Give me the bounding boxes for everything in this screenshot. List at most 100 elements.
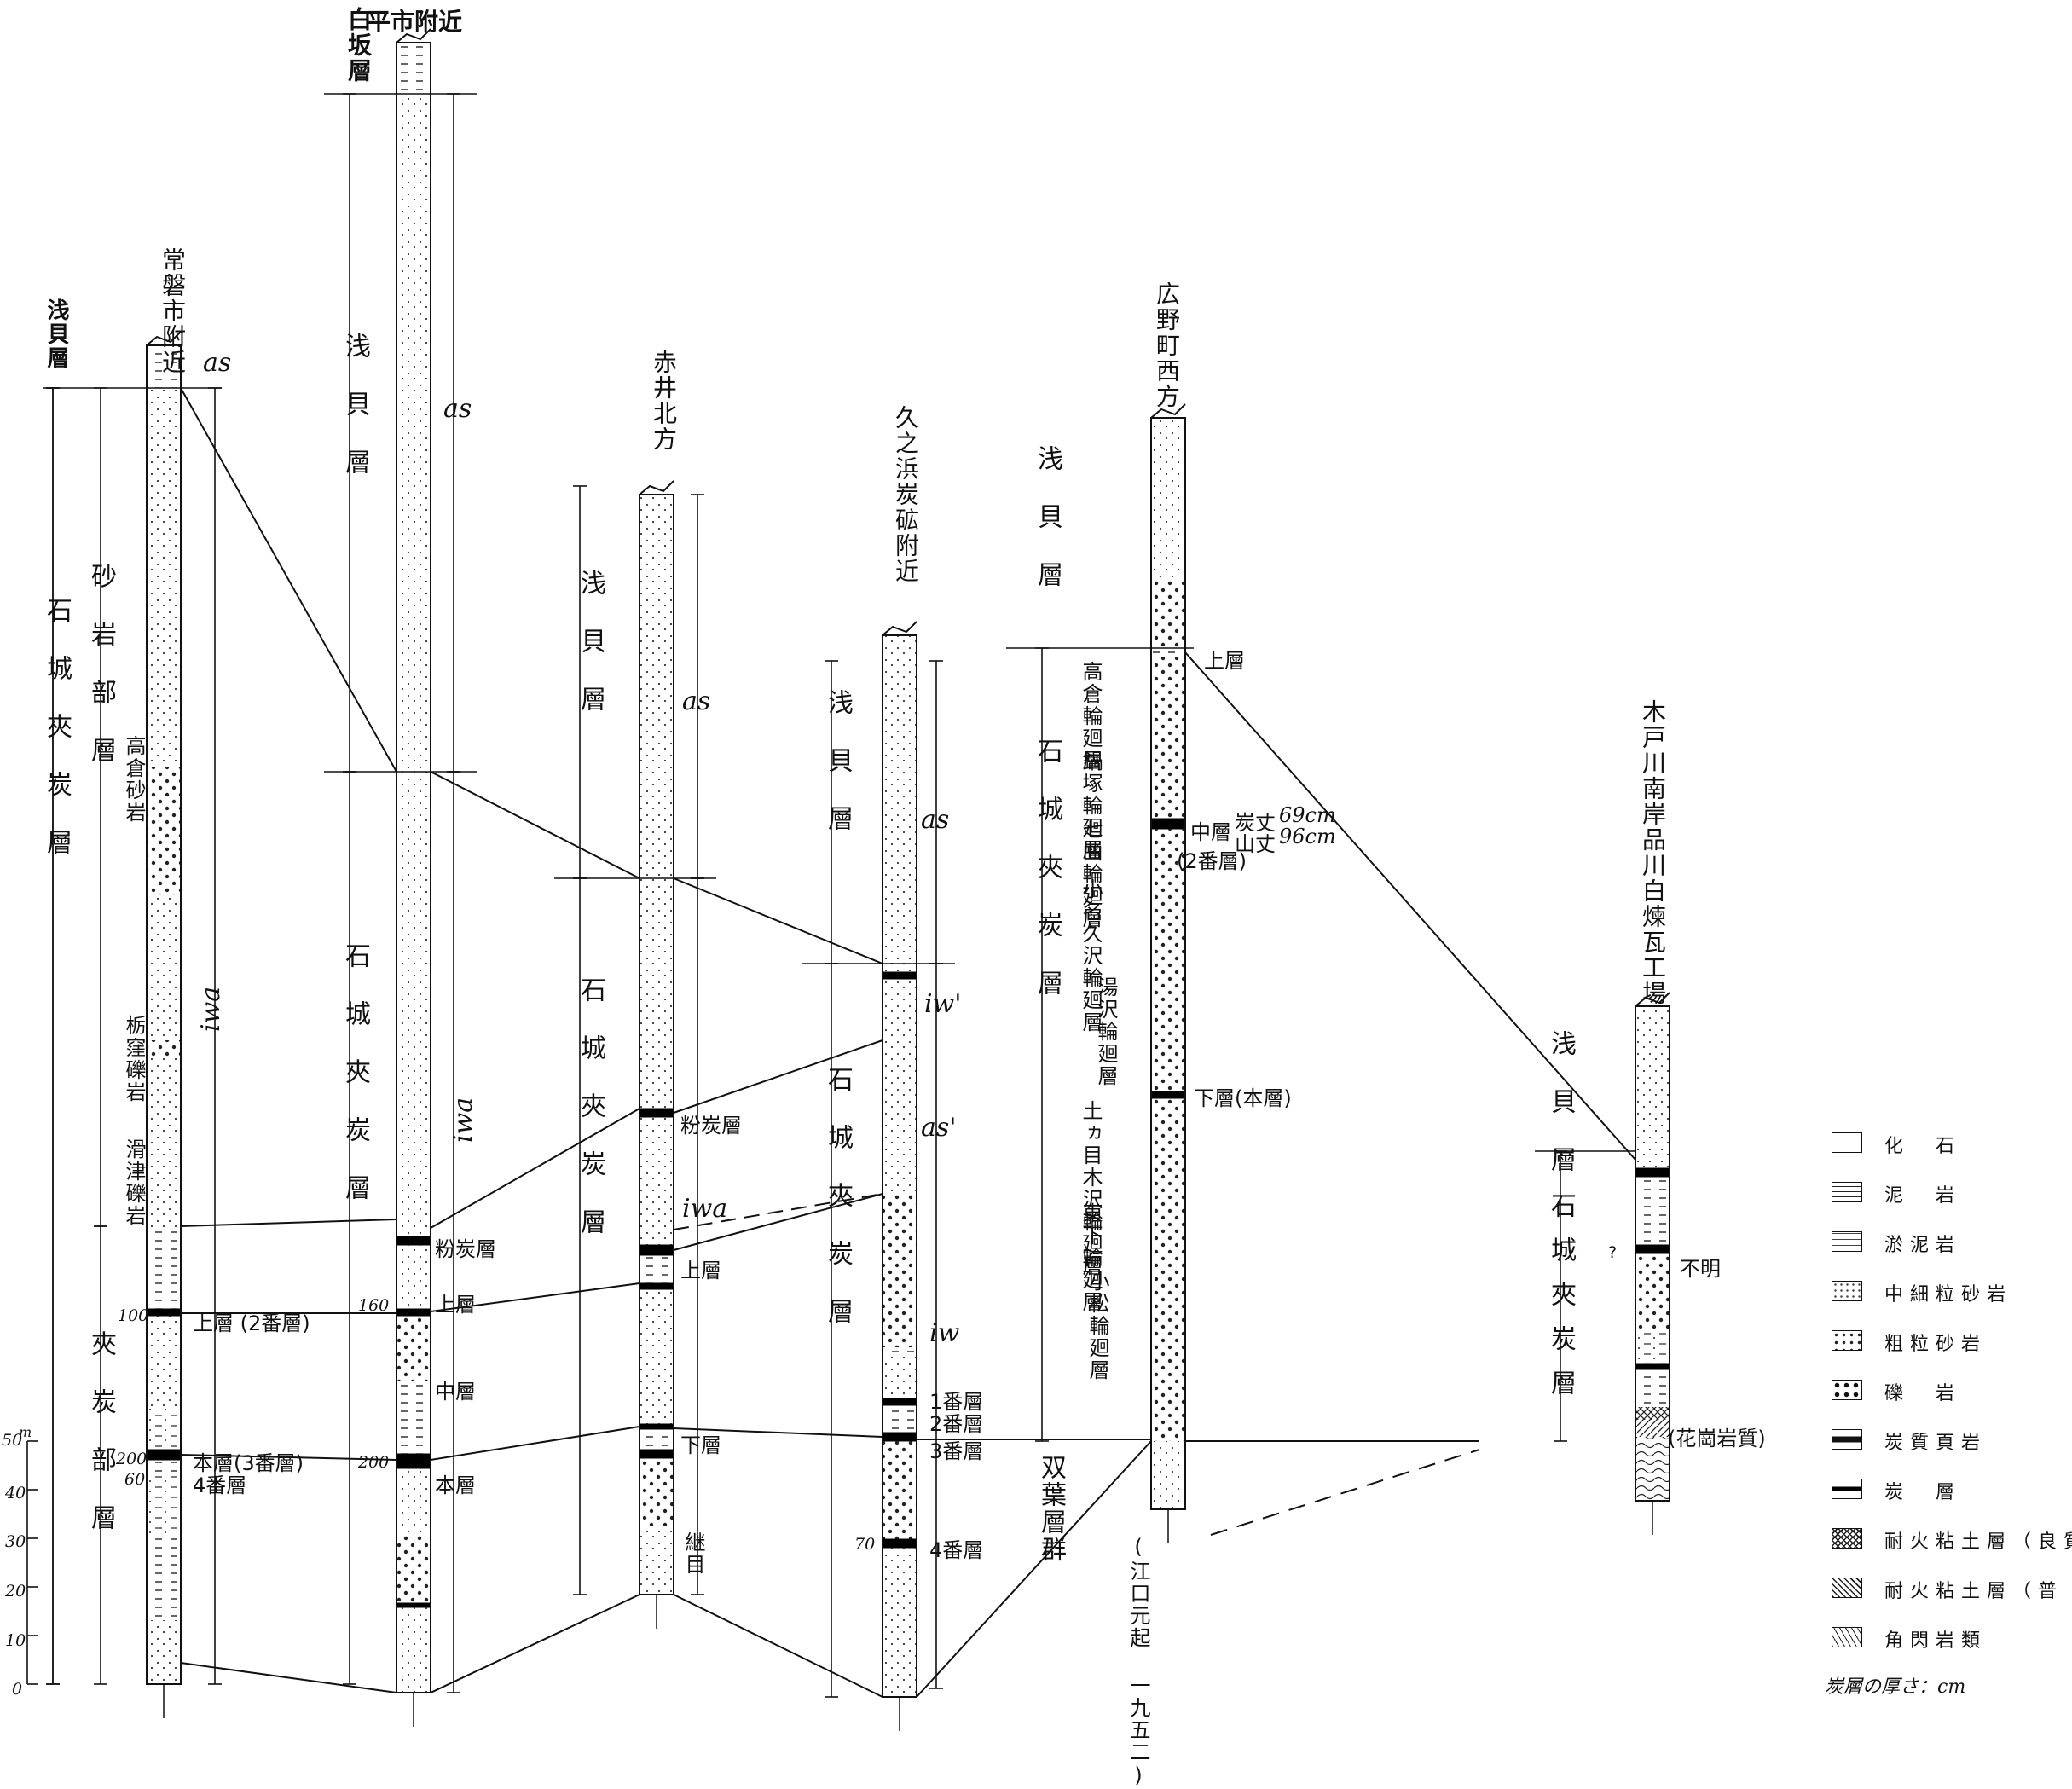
seam-funtan-c3: 粉炭層: [680, 1114, 742, 1138]
legend-label-mudstone: 泥 岩: [1884, 1185, 1962, 1207]
layer-tokiwa-11: [147, 1407, 181, 1450]
layer-akai-9: [640, 1429, 674, 1450]
scale-tick-40: 40: [5, 1484, 26, 1502]
layer-tokiwa-9: [146, 1308, 182, 1317]
member-coal-bearing: 夾炭部層: [86, 1330, 116, 1562]
seam-4ban-c1: 4番層: [193, 1473, 247, 1497]
layer-kido-5: [1635, 1330, 1670, 1364]
thickness-100-c1: 100: [118, 1306, 149, 1325]
legend-symbol-carbonaceous-shale: [1832, 1429, 1862, 1450]
seam-4ban-c4: 4番層: [929, 1538, 984, 1562]
legend-label-fireclay-normal: 耐火粘土層（普 通）: [1884, 1581, 2072, 1602]
formation-asagai-left: 浅貝層: [43, 298, 69, 370]
granitic-label: (花崗岩質): [1668, 1427, 1766, 1450]
legend-label-coal: 炭 層: [1884, 1482, 1962, 1503]
unit-code-iwa-c1: iwa: [196, 986, 226, 1032]
layer-kunohama-8: [882, 1432, 917, 1442]
column-top-akai: [639, 480, 674, 495]
seam-2ban-c5: (2番層): [1177, 849, 1247, 873]
cycle-nabezuka: 鍋塚輪廻層: [1079, 750, 1103, 861]
formation-asagai-c4: 浅貝層: [823, 689, 853, 863]
legend-note-coal-thickness: 炭層の厚さ：cm: [1825, 1676, 1966, 1698]
scale-tick-20: 20: [5, 1582, 26, 1601]
correlation-line-0: [180, 387, 397, 773]
legend-symbol-silt: [1832, 1231, 1862, 1252]
seam-shita-hon-c5: 下層(本層): [1194, 1086, 1292, 1110]
thickness-60-c1: 60: [124, 1470, 146, 1489]
layer-tokiwa-4: [147, 767, 181, 895]
layer-taira-9: [396, 1468, 431, 1535]
member-sandstone: 砂岩部層: [86, 563, 116, 795]
column-top-kunohama: [882, 621, 917, 636]
correlation-line-3: [180, 1454, 397, 1461]
thickness-sanjo-label: 山丈: [1235, 832, 1276, 856]
cycle-higashishita: 東下輪廻層: [1079, 1202, 1103, 1313]
unit-takakura-sandstone: 高倉砂岩: [122, 735, 146, 824]
layer-kido-10: [1635, 1437, 1670, 1501]
layer-kido-6: [1635, 1363, 1670, 1370]
layer-akai-1: [640, 870, 674, 1109]
formation-ishiki-c6: 石城夾炭層: [1546, 1192, 1576, 1414]
thickness-200-c2: 200: [358, 1453, 390, 1472]
column-title-tokiwa: 常磐市附近: [159, 247, 187, 375]
correlation-line-8: [673, 877, 883, 964]
unit-namezu-conglomerate: 滑津礫岩: [122, 1138, 146, 1227]
thickness-200-c1: 200: [116, 1450, 148, 1468]
layer-tokiwa-1: [147, 388, 181, 546]
legend-symbol-mudstone: [1832, 1182, 1862, 1202]
layer-akai-7: [640, 1289, 674, 1424]
layer-kunohama-4: [883, 1347, 917, 1356]
seam-2ban-c4: 2番層: [929, 1412, 984, 1436]
formation-ishiki-left: 石城夾炭層: [42, 597, 72, 887]
formation-asagai-c5: 浅貝層: [1033, 445, 1062, 619]
layer-akai-0: [640, 495, 674, 870]
seam-ue-2ban-c1: 上層 (2番層): [193, 1311, 310, 1335]
legend-label-coarse-sandstone: 粗粒砂岩: [1884, 1334, 1988, 1355]
layer-kunohama-9: [883, 1441, 917, 1539]
column-title-taira: 平市附近: [367, 8, 463, 36]
thickness-tanjo-label: 炭丈: [1235, 811, 1276, 835]
layer-taira-8: [396, 1453, 431, 1469]
legend-symbol-coal: [1832, 1479, 1862, 1499]
layer-hirono-1: [1151, 580, 1185, 648]
layer-akai-12: [640, 1526, 674, 1595]
legend-symbol-fine-sandstone: [1832, 1281, 1862, 1301]
layer-hirono-6: [1150, 1091, 1186, 1099]
layer-hirono-7: [1151, 1098, 1185, 1441]
correlation-line-17: [430, 1594, 640, 1693]
thickness-70-c4: 70: [854, 1535, 876, 1554]
column-hirono: [1150, 403, 1186, 1543]
legend-label-carbonaceous-shale: 炭質頁岩: [1884, 1433, 1988, 1454]
legend-label-conglomerate: 礫 岩: [1884, 1383, 1962, 1404]
unit-code-as-c3: as: [682, 686, 711, 716]
unit-code-iw-c4: iw: [929, 1318, 960, 1348]
layer-hirono-2: [1151, 648, 1185, 657]
layer-akai-10: [639, 1449, 674, 1459]
layer-taira-7: [396, 1381, 431, 1454]
layer-kido-9: [1635, 1420, 1670, 1437]
layer-taira-10: [396, 1535, 431, 1603]
column-title-kido: 木戸川南岸品川白煉瓦工場: [1639, 699, 1667, 1006]
layer-kido-2: [1635, 1177, 1670, 1245]
seam-shita-c3: 下層: [680, 1433, 721, 1457]
layer-tokiwa-16: [147, 1620, 181, 1684]
layer-taira-1: [396, 94, 431, 767]
layer-tokiwa-8: [147, 1228, 181, 1309]
seam-funtan-c2: 粉炭層: [435, 1237, 496, 1261]
layer-kunohama-1: [882, 971, 917, 980]
seam-ue-c3: 上層: [680, 1259, 721, 1282]
scale-bar: [26, 1440, 38, 1685]
column-top-kido: [1635, 992, 1670, 1007]
seam-hon-c2: 本層: [435, 1473, 476, 1497]
legend-symbol-coarse-sandstone: [1832, 1330, 1862, 1351]
layer-kunohama-11: [883, 1548, 917, 1697]
legend-symbol-fireclay-normal: [1832, 1578, 1862, 1598]
legend-label-silt: 淤泥岩: [1884, 1235, 1962, 1256]
seam-tsugime-c3: 継目: [681, 1531, 705, 1576]
unit-code-iwa-c2: iwa: [449, 1097, 478, 1143]
correlation-line-10: [673, 1193, 883, 1251]
cycle-takakura: 高倉輪廻層: [1079, 661, 1103, 772]
layer-kunohama-10: [882, 1538, 917, 1549]
legend-label-amphibolite: 角閃岩類: [1884, 1630, 1988, 1652]
thickness-sanjo-value: 96cm: [1279, 825, 1336, 848]
